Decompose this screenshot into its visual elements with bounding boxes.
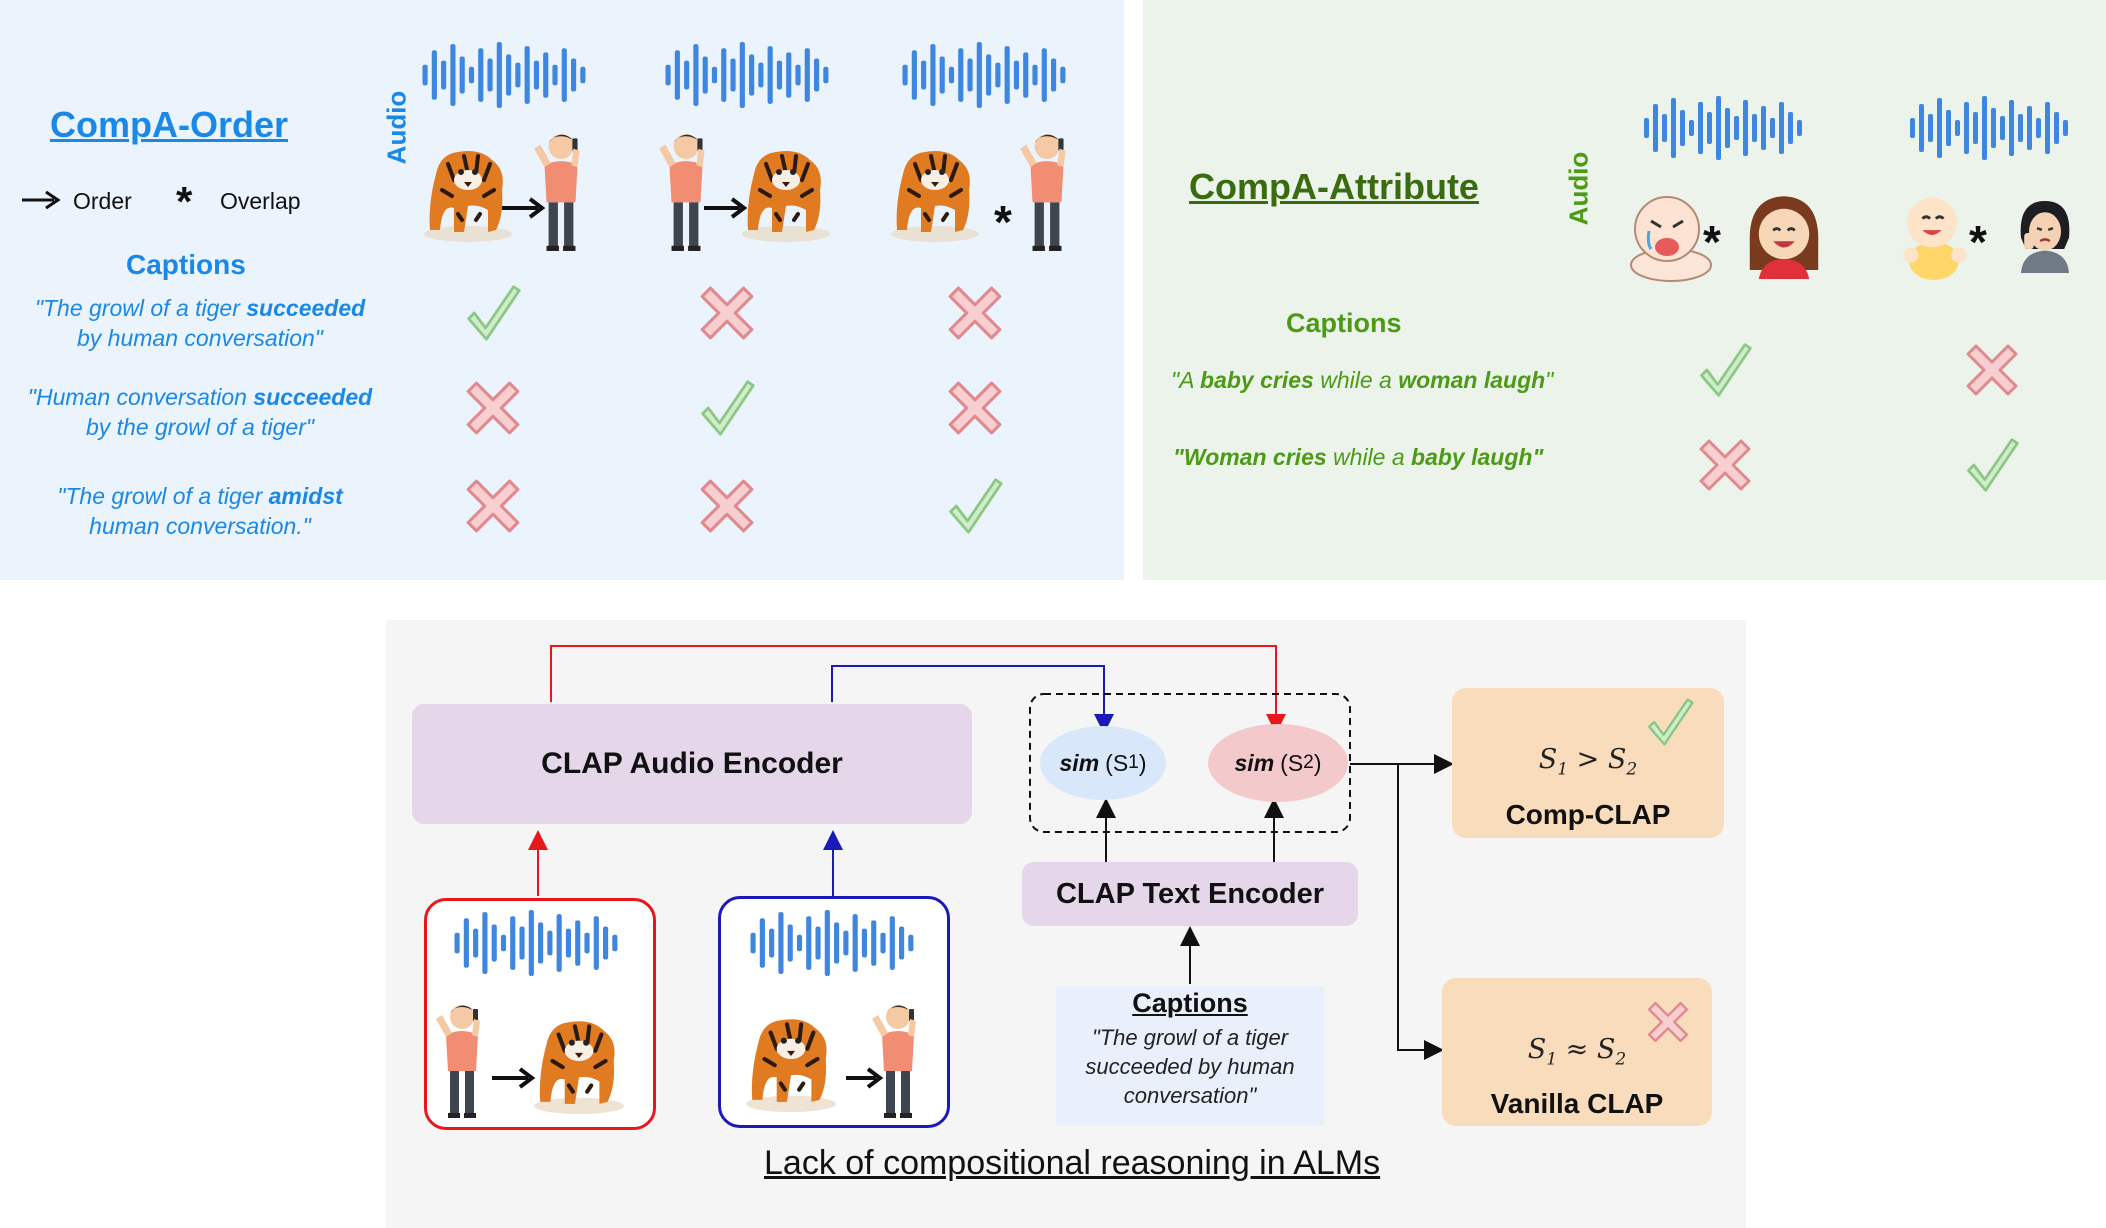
compa-order-panel: CompA-Order Audio Order * Overlap Captio… xyxy=(0,0,1124,580)
similarity-group-box xyxy=(1029,693,1351,833)
compa-attribute-title: CompA-Attribute xyxy=(1189,166,1479,207)
blue-connector xyxy=(831,665,1114,734)
attribute-caption-1: "A baby cries while a woman laugh" xyxy=(1171,367,1554,393)
comp-clap-label: Comp-CLAP xyxy=(1505,799,1671,830)
comp-clap-result: S1 > S2 Comp-CLAP xyxy=(1452,688,1724,838)
order-arrow-icon xyxy=(502,197,546,219)
order-arrow-icon xyxy=(492,1067,536,1089)
overlap-star-icon: * xyxy=(994,196,1012,248)
vanilla-clap-relation: S1 ≈ S2 xyxy=(1527,1034,1627,1070)
cross-icon xyxy=(1647,1001,1689,1043)
compa-attribute-panel: CompA-Attribute Audio Captions "A baby c… xyxy=(1143,0,2106,580)
clap-audio-encoder: CLAP Audio Encoder xyxy=(412,704,972,824)
legend-order-label: Order xyxy=(73,188,132,214)
vanilla-clap-result: S1 ≈ S2 Vanilla CLAP xyxy=(1442,978,1712,1126)
order-captions-header: Captions xyxy=(126,249,246,280)
overlap-star-icon: * xyxy=(176,178,193,225)
attribute-caption-2: "Woman cries while a baby laugh" xyxy=(1173,444,1544,470)
order-arrow-icon xyxy=(704,197,748,219)
legend-overlap-label: Overlap xyxy=(220,188,301,214)
compa-order-title: CompA-Order xyxy=(50,104,289,145)
attribute-illustrations: * * xyxy=(1629,96,2072,283)
attribute-captions-header: Captions xyxy=(1286,308,1402,338)
clap-caption-box: Captions "The growl of a tiger succeeded… xyxy=(1056,986,1324,1126)
overlap-star-icon: * xyxy=(1703,216,1721,268)
clap-captions-header: Captions xyxy=(1132,988,1248,1018)
black-connector xyxy=(1397,764,1444,1060)
comp-clap-inequality: S1 > S2 xyxy=(1538,744,1638,780)
diagram-caption: Lack of compositional reasoning in ALMs xyxy=(764,1144,1381,1182)
vanilla-clap-label: Vanilla CLAP xyxy=(1490,1088,1664,1119)
order-arrow-icon xyxy=(846,1067,884,1089)
clap-text-encoder: CLAP Text Encoder xyxy=(1022,862,1358,926)
order-legend xyxy=(20,186,62,219)
order-arrow-icon xyxy=(22,190,61,210)
red-connector xyxy=(550,645,1286,734)
check-icon xyxy=(1647,698,1694,746)
order-illustrations: * xyxy=(0,42,1066,251)
overlap-star-icon: * xyxy=(1969,216,1987,268)
clap-caption-text: "The growl of a tiger succeeded by human… xyxy=(1085,1025,1295,1108)
